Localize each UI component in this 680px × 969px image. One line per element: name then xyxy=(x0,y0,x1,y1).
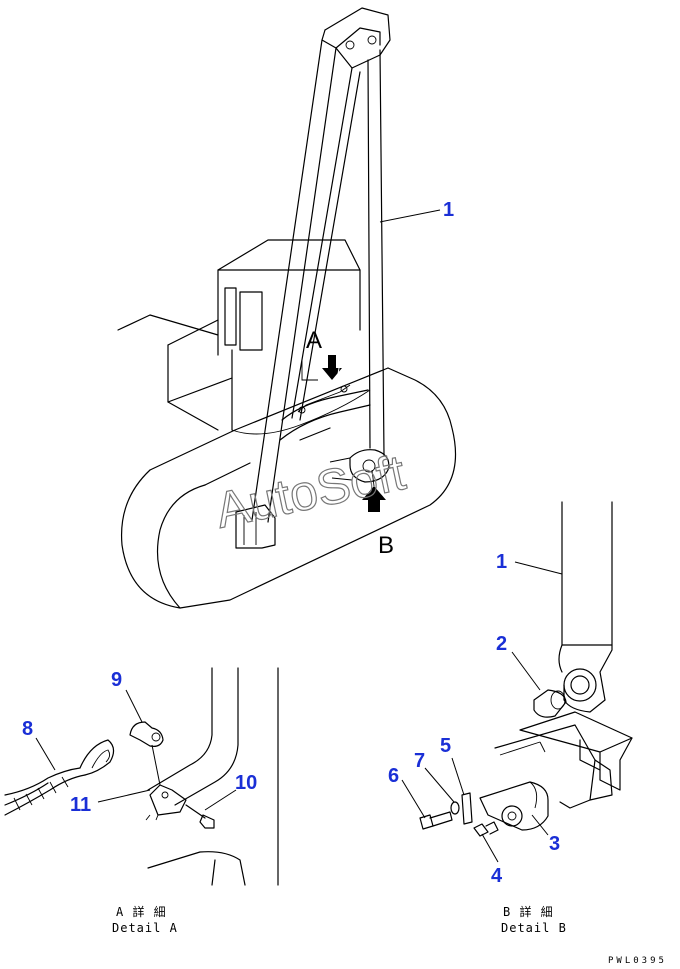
callout-5: 5 xyxy=(440,735,451,757)
part-4-grease-fitting xyxy=(473,821,499,837)
detail-b-caption-en: Detail B xyxy=(501,921,567,935)
leader-10 xyxy=(204,789,237,811)
leader-4 xyxy=(481,833,499,863)
callout-4: 4 xyxy=(491,865,503,887)
part-6-bolt xyxy=(419,811,453,830)
view-a-letter: A xyxy=(306,327,322,354)
part-2-bushing xyxy=(533,689,567,718)
part-7-washer xyxy=(450,801,460,815)
part-8-wire-rope xyxy=(4,739,115,816)
view-a-arrow xyxy=(301,355,342,381)
leader-9-line xyxy=(151,744,161,786)
detail-a-view: 8 9 10 11 A 詳 細 Detail A xyxy=(4,667,279,935)
callout-11: 11 xyxy=(70,794,91,816)
detail-b-caption-jp: B 詳 細 xyxy=(503,904,554,919)
leader-1-top xyxy=(379,209,441,223)
callout-8: 8 xyxy=(22,718,33,740)
part-9-hook xyxy=(129,721,164,747)
part-10-bolt xyxy=(185,804,215,829)
watermark: AutoSoft xyxy=(211,444,410,539)
callout-1-detail: 1 xyxy=(496,551,507,573)
leader-3 xyxy=(531,814,549,836)
cab-outline xyxy=(217,239,361,431)
rear-body-outline xyxy=(117,314,233,431)
leader-9 xyxy=(125,689,143,723)
view-b-arrow xyxy=(362,469,386,512)
detail-b-view: 1 2 3 4 5 6 7 B 詳 細 Detail B xyxy=(388,501,633,935)
leader-8 xyxy=(35,737,56,771)
callout-10: 10 xyxy=(235,772,257,794)
part-3-pin xyxy=(479,781,549,831)
detail-a-caption-jp: A 詳 細 xyxy=(116,904,167,919)
callout-1-top: 1 xyxy=(443,199,454,221)
callout-3: 3 xyxy=(549,833,560,855)
drawing-code: PWL0395 xyxy=(608,956,667,966)
callout-7: 7 xyxy=(414,750,425,772)
leader-6 xyxy=(401,779,426,819)
leader-1-detail xyxy=(514,561,563,575)
guard-frame xyxy=(235,7,391,549)
detail-a-caption-en: Detail A xyxy=(112,921,178,935)
leader-5 xyxy=(451,757,465,796)
part-5-plate xyxy=(461,792,473,825)
callout-6: 6 xyxy=(388,765,399,787)
leader-11 xyxy=(97,789,151,803)
main-view: A B 1 xyxy=(117,7,457,609)
hinge-base xyxy=(494,711,633,809)
view-b-letter: B xyxy=(378,532,394,559)
leader-2 xyxy=(511,651,541,691)
callout-9: 9 xyxy=(111,669,122,691)
track-frame xyxy=(120,367,457,609)
leader-7 xyxy=(424,767,455,803)
callout-2: 2 xyxy=(496,633,507,655)
